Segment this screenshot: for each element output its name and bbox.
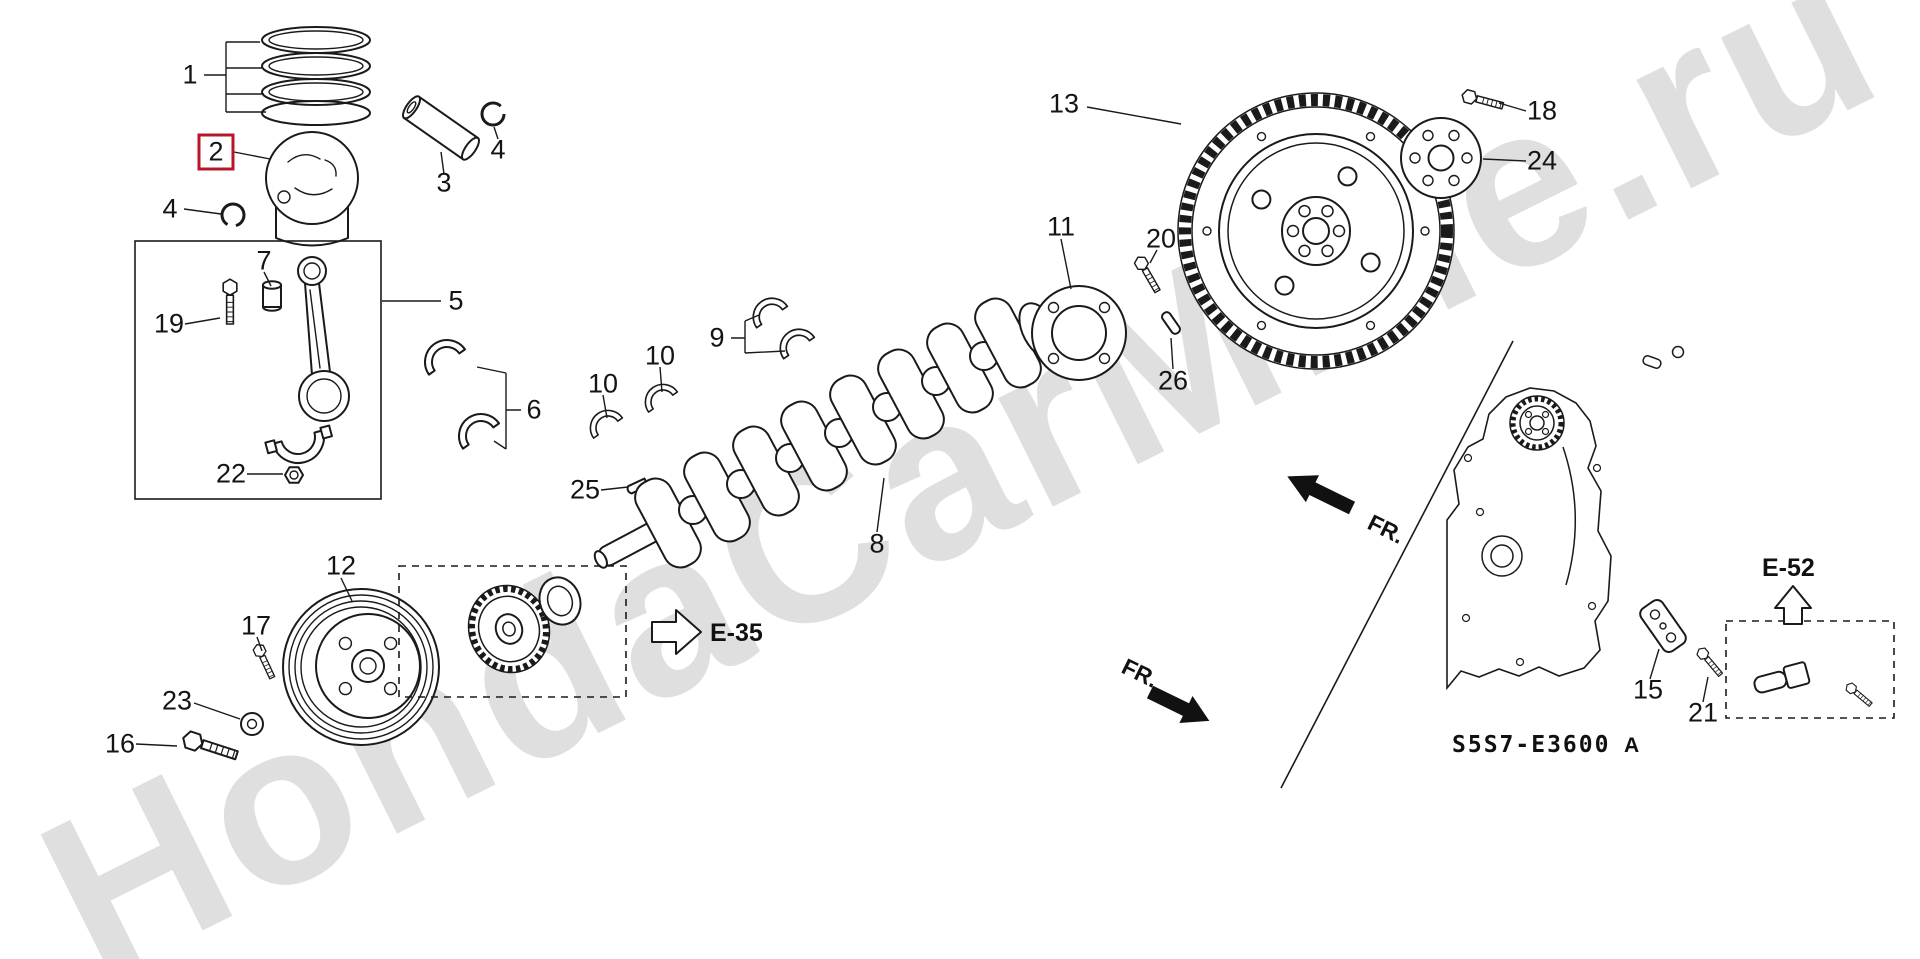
part-label-13[interactable]: 13 bbox=[1048, 88, 1080, 119]
e35-reference: E-35 bbox=[651, 609, 763, 655]
part-label-7[interactable]: 7 bbox=[256, 245, 272, 276]
timing-sprocket-dashed-box bbox=[398, 565, 627, 698]
part-label-26[interactable]: 26 bbox=[1157, 365, 1189, 396]
diagram-code: S5S7-E3600 A bbox=[1452, 732, 1639, 758]
part-label-8[interactable]: 8 bbox=[869, 528, 885, 559]
piston-rings-drawing bbox=[261, 26, 371, 126]
piston-drawing bbox=[265, 131, 359, 247]
rod-cap-drawing bbox=[264, 424, 333, 464]
part-label-4a[interactable]: 4 bbox=[490, 134, 506, 165]
sensor-drawing bbox=[1753, 661, 1811, 694]
part-label-3[interactable]: 3 bbox=[436, 167, 452, 198]
e52-label: E-52 bbox=[1762, 554, 1815, 582]
part-label-25[interactable]: 25 bbox=[569, 474, 601, 505]
diagram-code-text: S5S7-E3600 bbox=[1452, 732, 1610, 758]
part-label-23[interactable]: 23 bbox=[161, 685, 193, 716]
part-label-11[interactable]: 11 bbox=[1046, 211, 1076, 242]
connecting-rod-drawing bbox=[297, 256, 350, 422]
engine-inset-drawing bbox=[1446, 345, 1685, 691]
part-label-10b[interactable]: 10 bbox=[644, 340, 676, 371]
dowel-26-drawing bbox=[1161, 311, 1181, 335]
part-label-2[interactable]: 2 bbox=[197, 133, 235, 171]
rod-pin-drawing bbox=[262, 280, 282, 312]
drive-plate-drawing bbox=[1400, 117, 1482, 199]
snap-ring-left-drawing bbox=[220, 202, 246, 228]
sensor-plate-drawing bbox=[1639, 598, 1687, 654]
e52-arrow-icon bbox=[1774, 585, 1812, 625]
part-label-21[interactable]: 21 bbox=[1687, 697, 1719, 728]
crank-pulley-drawing bbox=[282, 588, 440, 746]
part-label-20[interactable]: 20 bbox=[1145, 223, 1177, 254]
part-label-6[interactable]: 6 bbox=[526, 394, 542, 425]
diagram-code-suffix: A bbox=[1624, 734, 1639, 757]
part-label-5[interactable]: 5 bbox=[448, 285, 464, 316]
leader-lines bbox=[135, 41, 1709, 747]
piston-pin-drawing bbox=[402, 95, 480, 161]
timing-sprocket-drawing bbox=[467, 576, 582, 674]
part-label-10a[interactable]: 10 bbox=[587, 368, 619, 399]
e35-arrow-icon bbox=[651, 609, 702, 655]
rod-nut-drawing bbox=[284, 466, 304, 484]
e35-label: E-35 bbox=[710, 619, 763, 647]
part-label-12[interactable]: 12 bbox=[325, 550, 357, 581]
part-label-1[interactable]: 1 bbox=[182, 59, 198, 90]
fr-inset-arrow-icon bbox=[1287, 475, 1356, 515]
conrod-group-box bbox=[134, 240, 382, 500]
part-label-4b[interactable]: 4 bbox=[162, 193, 178, 224]
part-label-17[interactable]: 17 bbox=[240, 610, 272, 641]
pulley-plate-drawing bbox=[1031, 285, 1127, 381]
fr-bottom-arrow-icon bbox=[1146, 685, 1210, 724]
sensor-dashed-box bbox=[1725, 620, 1895, 719]
e52-reference: E-52 bbox=[1762, 554, 1815, 625]
flywheel-drawing bbox=[1177, 92, 1455, 370]
snap-ring-right-drawing bbox=[480, 101, 506, 127]
part-label-24[interactable]: 24 bbox=[1526, 145, 1558, 176]
part-label-9[interactable]: 9 bbox=[709, 322, 725, 353]
part-label-22[interactable]: 22 bbox=[215, 458, 247, 489]
part-label-18[interactable]: 18 bbox=[1526, 95, 1558, 126]
part-label-19[interactable]: 19 bbox=[153, 308, 185, 339]
part-label-16[interactable]: 16 bbox=[104, 728, 136, 759]
inset-divider-line bbox=[1280, 340, 1514, 789]
washer-23-drawing bbox=[240, 712, 264, 736]
part-label-15[interactable]: 15 bbox=[1632, 674, 1664, 705]
